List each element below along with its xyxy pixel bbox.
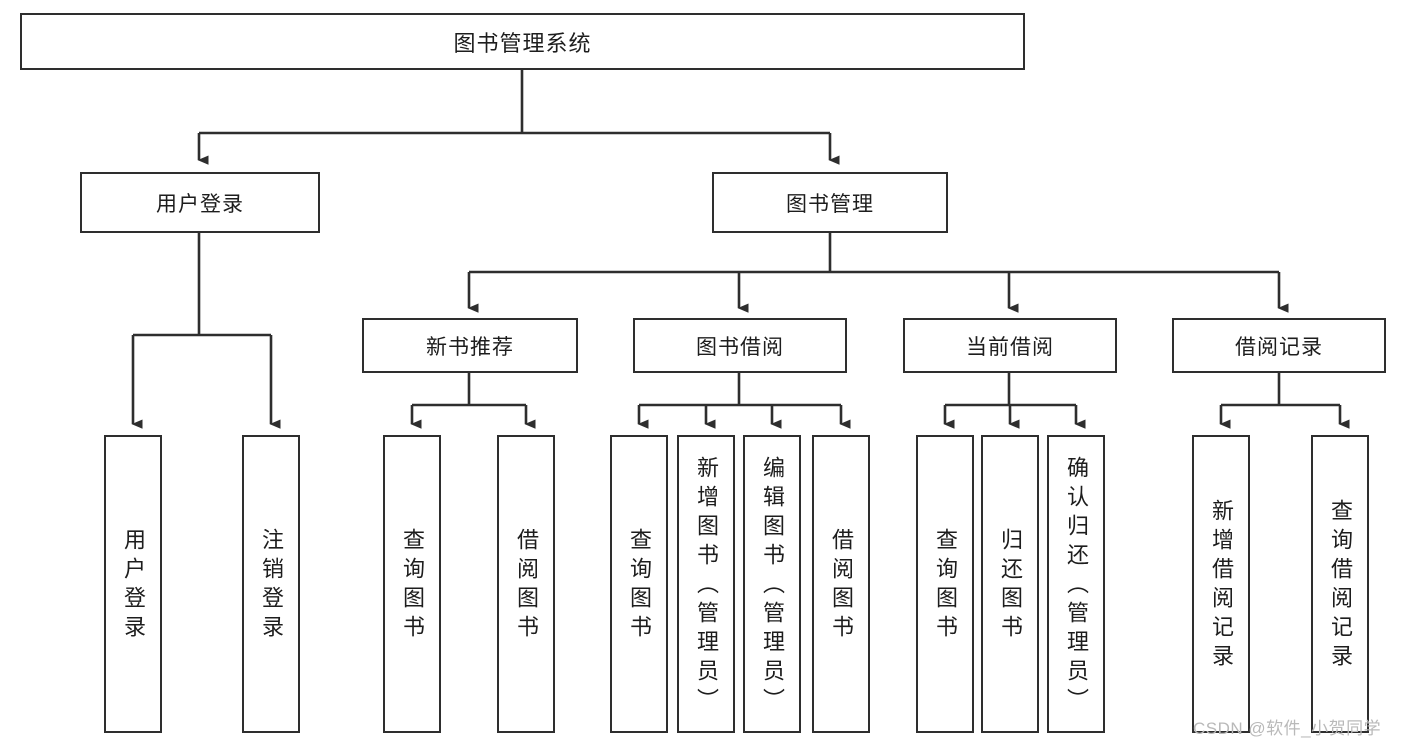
leaf-current-return-book[interactable]: 归还图书	[981, 435, 1039, 733]
leaf-borrow-borrow-book[interactable]: 借阅图书	[812, 435, 870, 733]
leaf-records-query-record[interactable]: 查询借阅记录	[1311, 435, 1369, 733]
leaf-user-login-logout[interactable]: 注销登录	[242, 435, 300, 733]
leaf-label: 借阅图书	[829, 528, 854, 644]
leaf-label: 确认归还（管理员）	[1064, 455, 1089, 717]
node-new-book-recommend[interactable]: 新书推荐	[362, 318, 578, 373]
node-borrow-records[interactable]: 借阅记录	[1172, 318, 1386, 373]
leaf-label: 注销登录	[259, 528, 284, 644]
leaf-user-login-login[interactable]: 用户登录	[104, 435, 162, 733]
leaf-recommend-query-book[interactable]: 查询图书	[383, 435, 441, 733]
node-book-borrow[interactable]: 图书借阅	[633, 318, 847, 373]
node-user-login[interactable]: 用户登录	[80, 172, 320, 233]
node-book-management[interactable]: 图书管理	[712, 172, 948, 233]
leaf-label: 查询图书	[627, 528, 652, 644]
leaf-label: 借阅图书	[514, 528, 539, 644]
leaf-label: 新增图书（管理员）	[694, 455, 719, 717]
leaf-label: 查询借阅记录	[1328, 499, 1353, 673]
node-current-borrow[interactable]: 当前借阅	[903, 318, 1117, 373]
leaf-current-query-book[interactable]: 查询图书	[916, 435, 974, 733]
leaf-current-confirm-return-admin[interactable]: 确认归还（管理员）	[1047, 435, 1105, 733]
leaf-recommend-borrow-book[interactable]: 借阅图书	[497, 435, 555, 733]
leaf-borrow-add-book-admin[interactable]: 新增图书（管理员）	[677, 435, 735, 733]
csdn-watermark: CSDN @软件_小贺同学	[1193, 719, 1382, 738]
leaf-label: 归还图书	[998, 528, 1023, 644]
node-root-system[interactable]: 图书管理系统	[20, 13, 1025, 70]
leaf-borrow-edit-book-admin[interactable]: 编辑图书（管理员）	[743, 435, 801, 733]
leaf-records-add-record[interactable]: 新增借阅记录	[1192, 435, 1250, 733]
leaf-label: 查询图书	[933, 528, 958, 644]
leaf-borrow-query-book[interactable]: 查询图书	[610, 435, 668, 733]
leaf-label: 查询图书	[400, 528, 425, 644]
leaf-label: 用户登录	[121, 528, 146, 644]
leaf-label: 新增借阅记录	[1209, 499, 1234, 673]
leaf-label: 编辑图书（管理员）	[760, 455, 785, 717]
